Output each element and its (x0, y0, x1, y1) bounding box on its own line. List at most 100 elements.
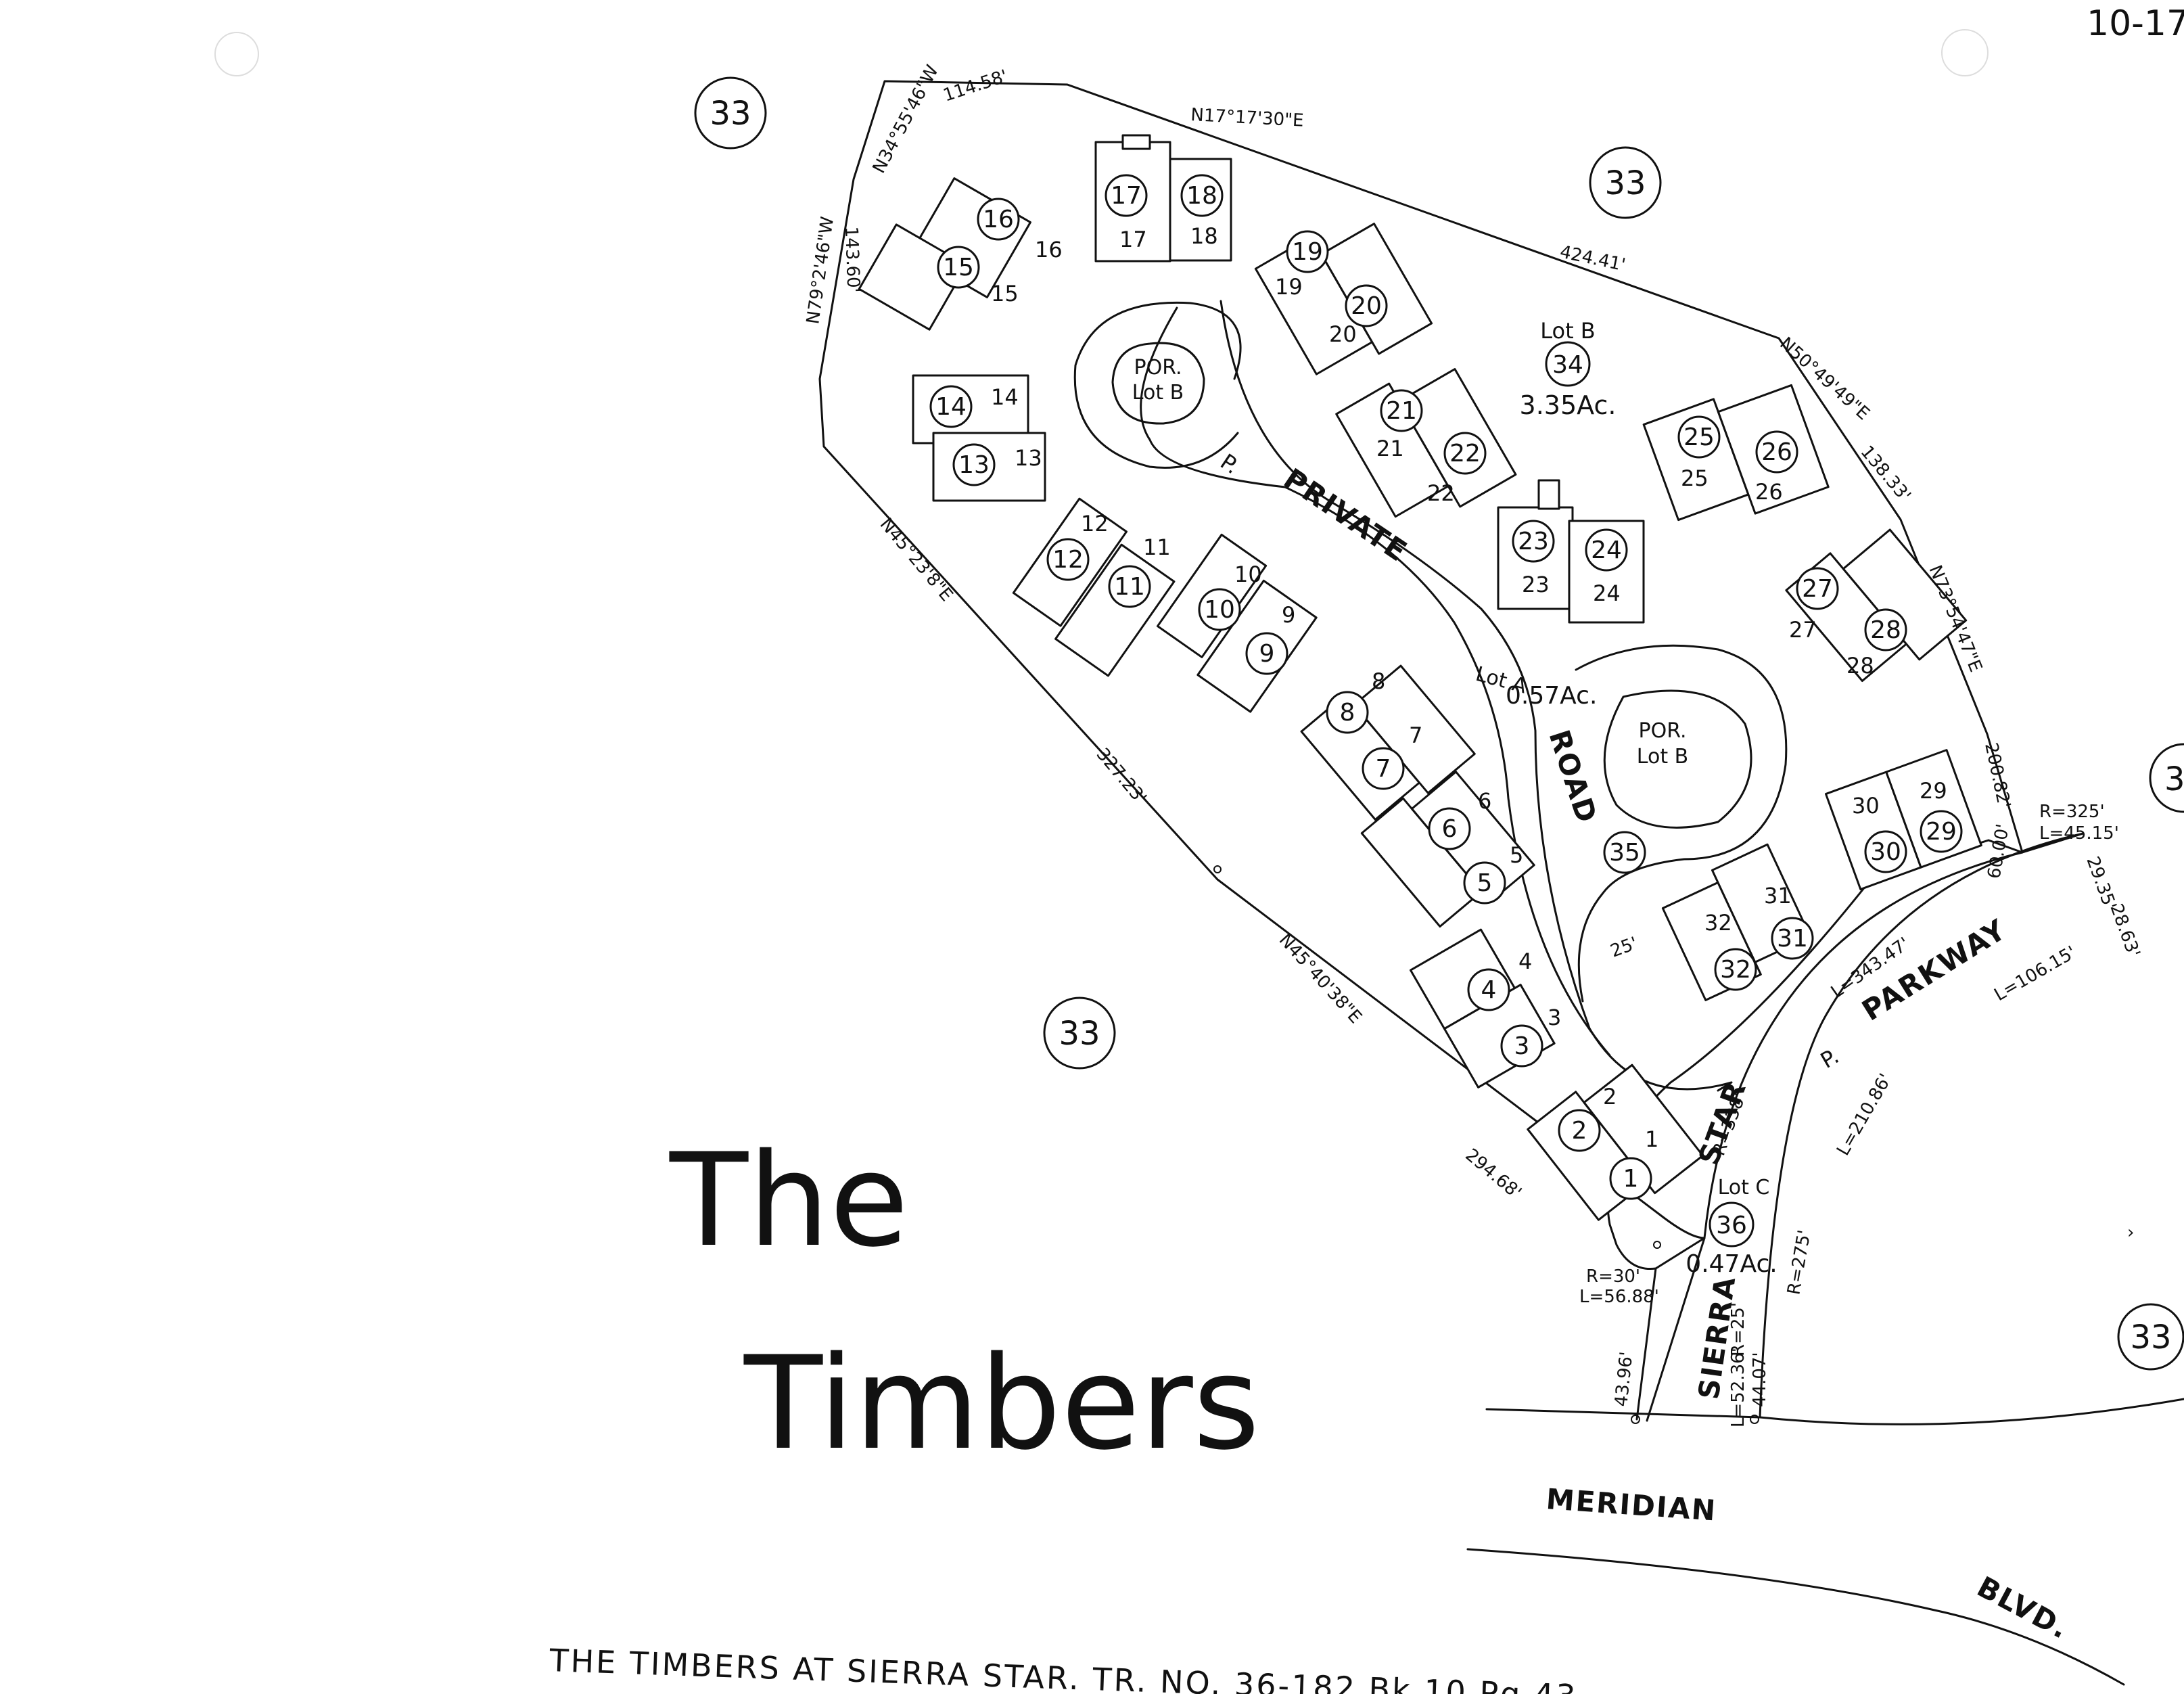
unit-number: 27 (1802, 575, 1833, 603)
unit-small-label: 14 (991, 384, 1019, 410)
meridian-south-edge (1466, 1548, 2125, 1686)
svg-text:L=52.36': L=52.36' (1728, 1348, 1748, 1427)
road-p-mark: P. (1216, 449, 1245, 479)
unit-number: 22 (1449, 440, 1481, 467)
unit-small-labels: 16 15 17 18 19 20 14 13 21 22 12 11 10 9… (991, 223, 1947, 1152)
parcel-number: 33 (1604, 164, 1646, 202)
corner-id: 10-17 (2087, 3, 2184, 44)
unit-small-label: 27 (1789, 617, 1817, 643)
cul-de-sac-south (1575, 644, 1788, 1003)
parcel-number: 33 (2130, 1319, 2171, 1356)
svg-text:200.82': 200.82' (1980, 741, 2014, 810)
parkway-outer-edge (1759, 832, 2085, 1419)
unit-number: 21 (1386, 397, 1417, 425)
unit-small-label: 10 (1234, 562, 1262, 587)
unit-small-label: 12 (1081, 511, 1109, 536)
svg-text:327.23': 327.23' (1092, 744, 1151, 808)
parcel-number: 33 (710, 95, 751, 133)
svg-text:N34°55'46"W: N34°55'46"W (869, 62, 943, 177)
unit-number: 11 (1114, 573, 1145, 601)
footer-caption: THE TIMBERS AT SIERRA STAR. TR. NO. 36-1… (549, 1642, 1579, 1694)
unit-number: 1 (1623, 1165, 1639, 1193)
unit-small-label: 31 (1764, 883, 1792, 909)
unit-number: 2 (1572, 1117, 1587, 1145)
svg-text:R=325': R=325' (2039, 802, 2105, 822)
unit-number: 7 (1376, 755, 1391, 783)
unit-number: 10 (1204, 596, 1235, 624)
lot-b-label: Lot B (1540, 318, 1596, 344)
unit-circles: 16 15 17 18 19 20 14 13 21 22 12 11 10 9… (929, 174, 1963, 1200)
unit-small-label: 24 (1593, 580, 1621, 606)
unit-small-label: 28 (1846, 653, 1874, 679)
parcel-number: 33 (1059, 1015, 1100, 1053)
lot-c-area: 0.47Ac. (1686, 1250, 1777, 1278)
parcel-33-markers: 33 33 33 33 3 (694, 76, 2184, 1371)
unit-number: 16 (983, 206, 1014, 233)
svg-text:R=25': R=25' (1728, 1302, 1748, 1356)
unit-small-label: 2 (1603, 1084, 1617, 1109)
svg-text:L=56.88': L=56.88' (1579, 1287, 1659, 1307)
svg-text:294.68': 294.68' (1462, 1145, 1525, 1203)
survey-point (1213, 865, 1222, 873)
svg-text:R=275': R=275' (1784, 1229, 1815, 1296)
unit-small-label: 11 (1143, 534, 1171, 560)
unit-number: 14 (935, 393, 967, 421)
stray-mark: › (2127, 1222, 2134, 1243)
unit-small-label: 6 (1478, 788, 1491, 814)
unit-number: 23 (1518, 528, 1549, 555)
svg-text:44.07': 44.07' (1750, 1352, 1770, 1407)
svg-text:143.60': 143.60' (841, 226, 863, 293)
unit-small-label: 21 (1376, 436, 1404, 461)
unit-small-label: 8 (1372, 668, 1385, 694)
svg-text:N45°23'8"E: N45°23'8"E (876, 514, 957, 605)
unit-number: 26 (1761, 438, 1792, 466)
unit-small-label: 1 (1645, 1126, 1658, 1152)
svg-text:28.63': 28.63' (2106, 901, 2143, 960)
unit-number: 4 (1481, 976, 1497, 1004)
unit-number: 18 (1186, 182, 1217, 210)
svg-text:L=210.86': L=210.86' (1833, 1070, 1896, 1159)
lot-a-number: 35 (1609, 839, 1640, 867)
unit-small-label: 29 (1920, 778, 1947, 804)
unit-small-label: 17 (1119, 227, 1147, 252)
unit-small-label: 3 (1548, 1005, 1561, 1030)
unit-small-label: 26 (1755, 479, 1783, 505)
svg-text:R=30': R=30' (1586, 1266, 1640, 1287)
unit-small-label: 5 (1510, 842, 1523, 868)
por-lot-b-north-line1: POR. (1134, 356, 1182, 380)
unit-buildings (858, 134, 1982, 1221)
unit-number: 25 (1683, 424, 1715, 451)
unit-number: 28 (1870, 616, 1901, 644)
por-lot-b-island-south (1603, 689, 1752, 829)
unit-small-label: 9 (1282, 602, 1295, 628)
por-lot-b-south-line2: Lot B (1637, 745, 1688, 769)
parkway-inner-edge (1646, 851, 2024, 1422)
unit-number: 6 (1442, 815, 1458, 843)
lot-b-area: 3.35Ac. (1520, 390, 1617, 420)
road-meridian: MERIDIAN (1545, 1482, 1717, 1528)
unit-small-label: 16 (1035, 237, 1063, 262)
por-lot-b-south-line1: POR. (1638, 719, 1686, 743)
unit-small-label: 15 (991, 281, 1019, 306)
sierra-west-edge (1635, 1267, 1657, 1421)
road-p-mark: P. (1816, 1043, 1843, 1074)
por-lot-b-island-north (1111, 342, 1205, 425)
unit-small-label: 22 (1427, 480, 1455, 506)
svg-text:29.35': 29.35' (2082, 854, 2120, 913)
survey-point (1631, 1415, 1640, 1424)
meridian-north-edge (1485, 1398, 2184, 1425)
lot-b-number: 34 (1552, 351, 1583, 379)
svg-text:L=106.15': L=106.15' (1991, 942, 2080, 1005)
road-road: ROAD (1542, 726, 1604, 827)
unit-number: 15 (943, 254, 974, 281)
lot-c-label: Lot C (1718, 1176, 1770, 1199)
unit-number: 3 (1514, 1032, 1530, 1060)
svg-text:114.58': 114.58' (941, 66, 1010, 106)
unit-small-label: 30 (1852, 793, 1880, 819)
unit-number: 8 (1340, 699, 1355, 727)
unit-small-label: 20 (1329, 321, 1357, 347)
unit-small-label: 7 (1409, 723, 1422, 748)
cul-de-sac-north (1073, 301, 1242, 469)
road-blvd: BLVD. (1972, 1570, 2074, 1646)
